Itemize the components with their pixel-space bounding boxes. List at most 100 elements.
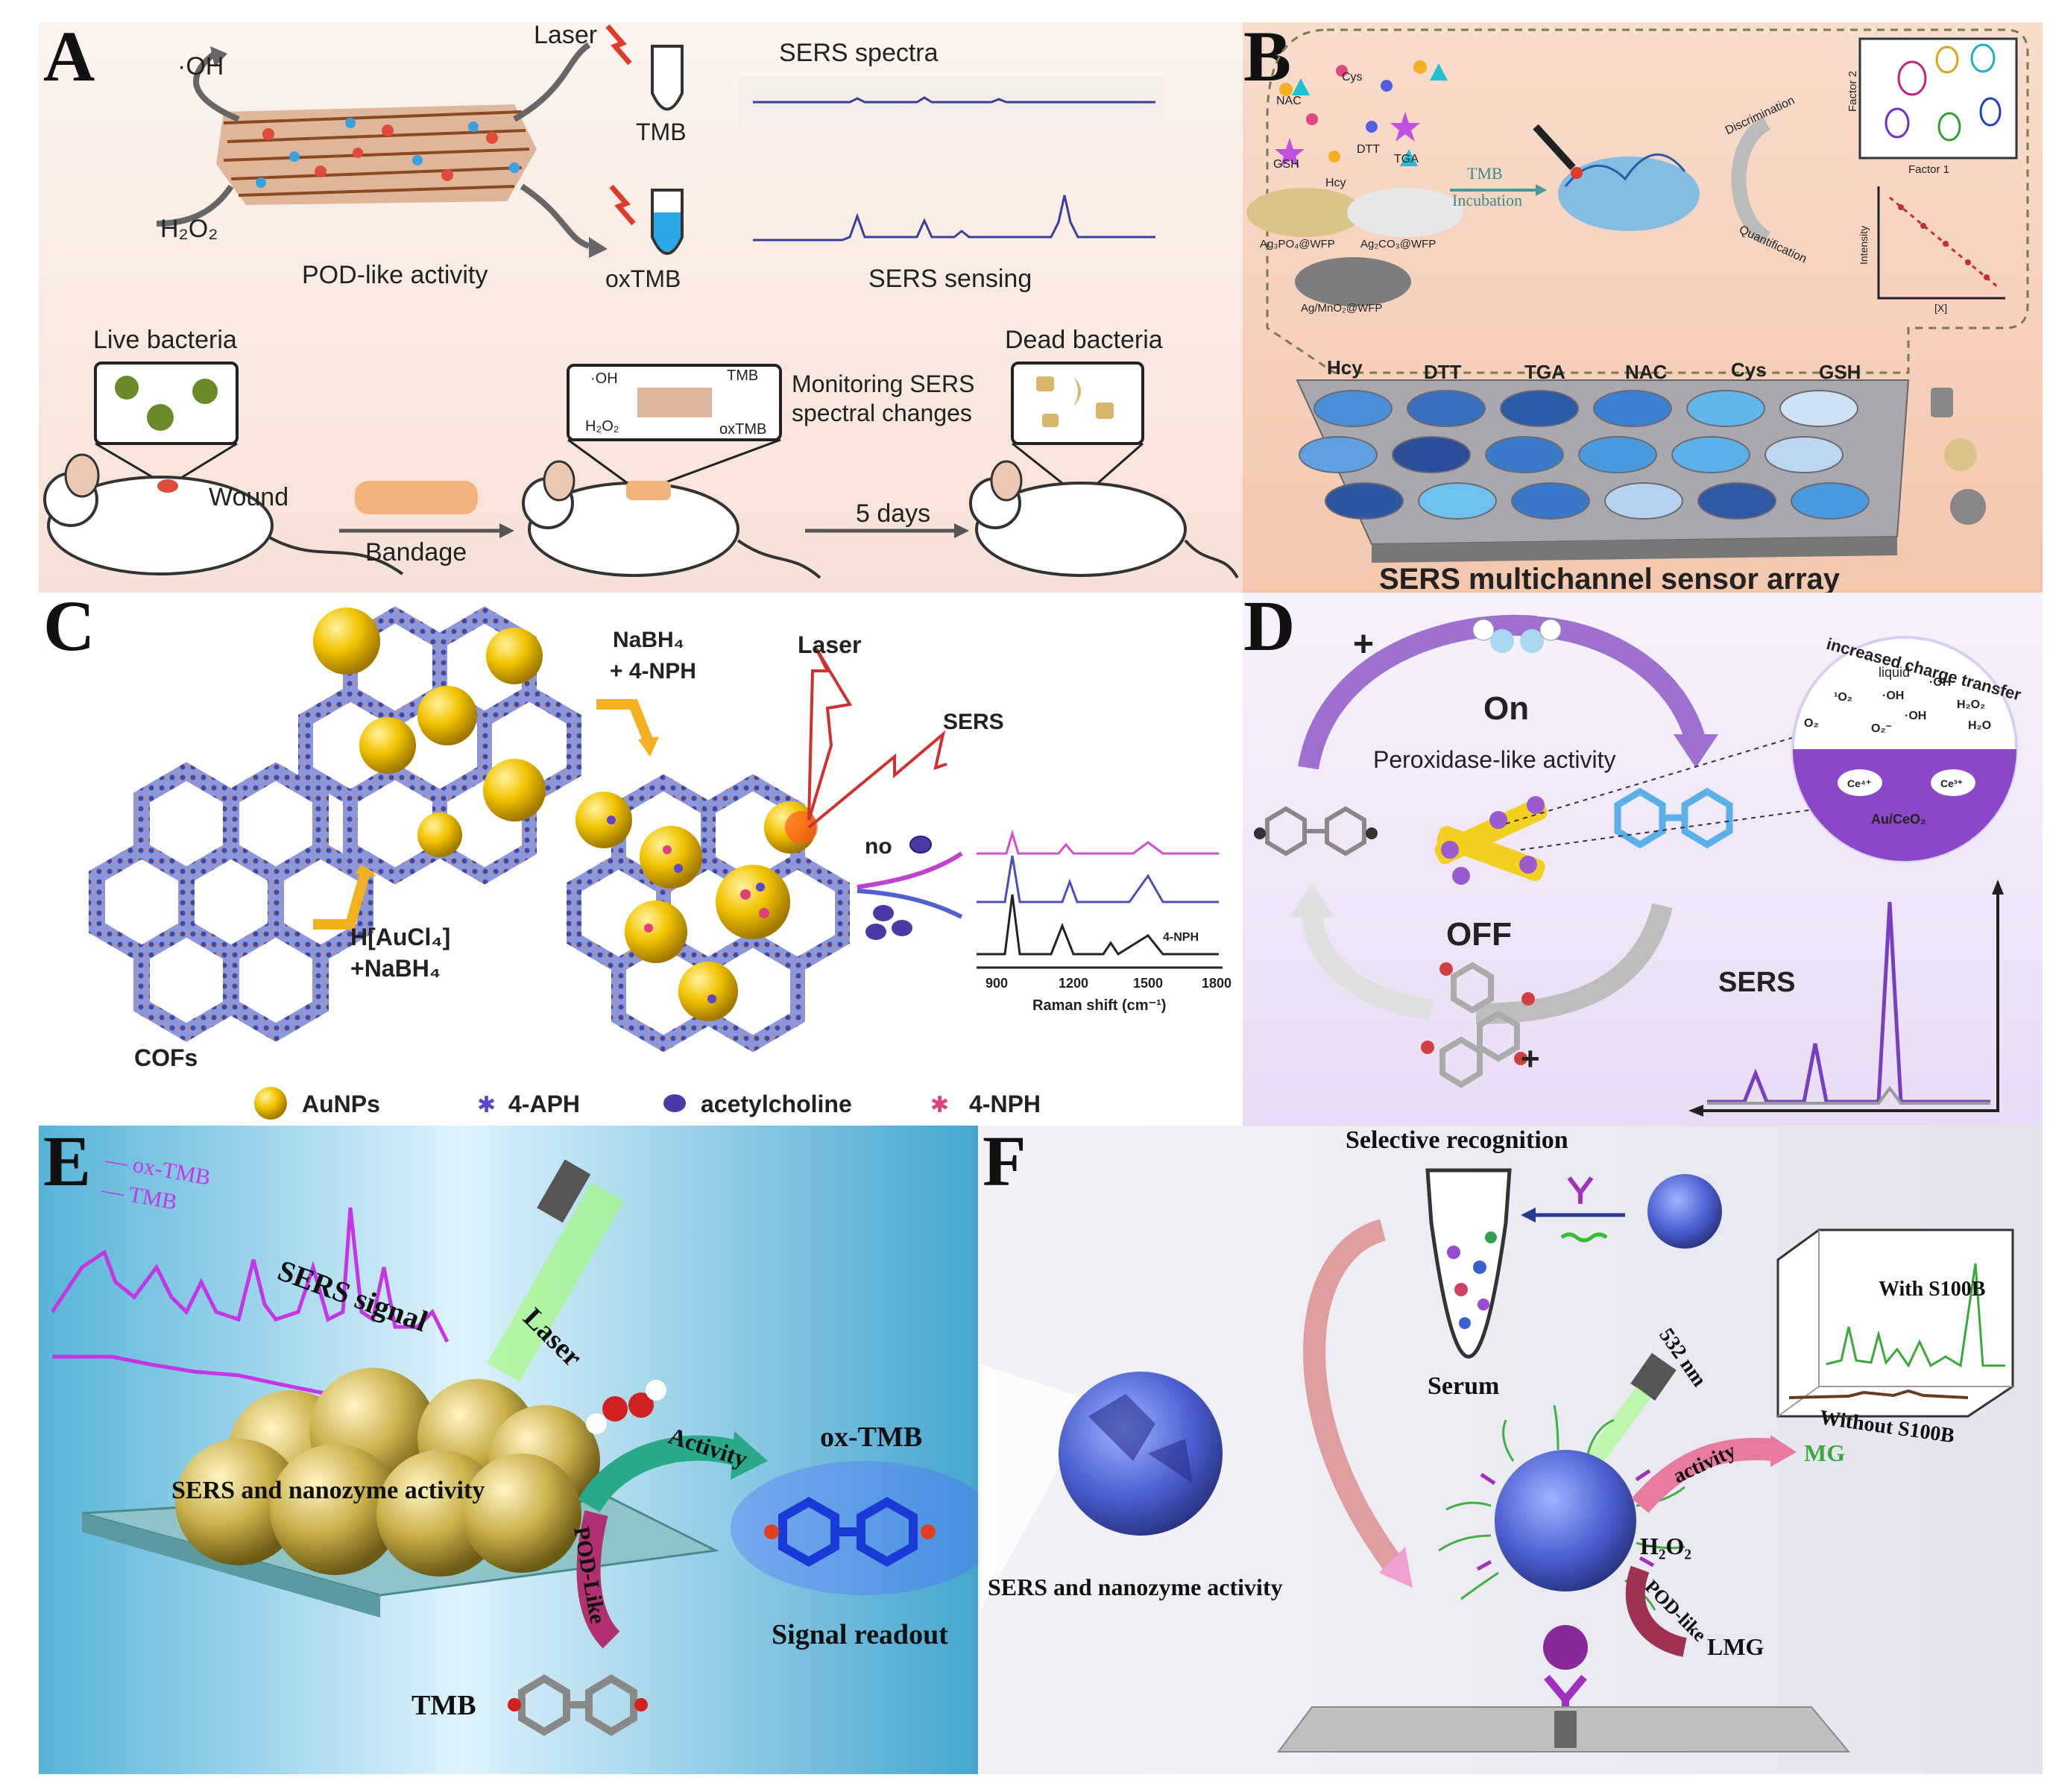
- panel-d-letter: D: [1243, 586, 1295, 666]
- label-laser-c: Laser: [798, 631, 861, 658]
- dashed-outline: [1266, 28, 2029, 374]
- ce3-icon: [1931, 769, 1975, 796]
- label-liquid: liquid: [1879, 665, 1910, 680]
- h2o2-molecule-e-icon: [586, 1380, 666, 1434]
- panel-a-letter: A: [43, 16, 95, 96]
- legend-4aph: 4-APH: [508, 1091, 580, 1117]
- col-header-5: GSH: [1819, 361, 1861, 383]
- tick-1500: 1500: [1133, 976, 1163, 991]
- label-signal-readout: Signal readout: [772, 1619, 948, 1650]
- dead-bacteria-icon: [1036, 376, 1114, 427]
- panel-c: C COFs H[AuCl₄] +NaBH₄ NaBH₄ + 4-NPH: [39, 586, 1243, 1126]
- species-0: ¹O₂: [1834, 691, 1852, 704]
- label-oxtmb: oxTMB: [605, 265, 681, 292]
- sers-substrate-icon: [1558, 157, 1700, 231]
- label-nabh4: NaBH₄: [613, 628, 684, 652]
- sers-scatter-icon: [807, 730, 947, 829]
- sers-axes: [1700, 891, 1999, 1112]
- label-mg: MG: [1804, 1439, 1845, 1466]
- label-sers-c: SERS: [943, 710, 1004, 734]
- label-bandage: Bandage: [365, 538, 467, 567]
- sensor-well: [1299, 436, 1378, 473]
- legend-aunps-icon: [254, 1087, 287, 1120]
- bandage-icon: [355, 481, 478, 514]
- label-h2o2: H₂O₂: [160, 215, 218, 243]
- raman-spectra: [977, 829, 1223, 969]
- laser-beam: [487, 1182, 624, 1382]
- arrow-h2o2: [156, 184, 234, 227]
- sensor-well: [1485, 436, 1564, 473]
- serum-tube-icon: [1425, 1168, 1512, 1359]
- plus-top: +: [1353, 625, 1374, 664]
- sers-spectrum-on: [1707, 901, 1990, 1104]
- label-ce3: Ce³⁺: [1940, 777, 1963, 789]
- inset-label-oxtmb: oxTMB: [719, 421, 766, 438]
- label-oxtmb-e: ox-TMB: [820, 1422, 922, 1453]
- sensor-well: [1407, 390, 1486, 427]
- spectrum-oxtmb: [50, 1207, 450, 1343]
- label-sers-spectra: SERS spectra: [779, 39, 939, 67]
- inset-dead-bacteria: [1011, 362, 1144, 445]
- sensor-well: [1392, 436, 1471, 473]
- species-7: H₂O: [1968, 719, 1991, 732]
- curve-arrow: [1303, 1219, 1404, 1572]
- label-analyte-5: Hcy: [1325, 177, 1346, 189]
- arrow-on-left: [1298, 614, 1537, 770]
- label-lmg: LMG: [1707, 1633, 1764, 1660]
- sensor-well: [1500, 390, 1579, 427]
- tmb-molecule-e-icon: [508, 1674, 648, 1736]
- arrow-step1: [313, 871, 370, 930]
- ce4-icon: [1838, 769, 1882, 796]
- sensor-well: [1418, 482, 1497, 520]
- h2o2-molecule-icon: [1472, 619, 1562, 653]
- panel-e-letter: E: [43, 1121, 91, 1201]
- label-substrate-2: Ag/MnO₂@WFP: [1301, 302, 1382, 315]
- legend-4nph: 4-NPH: [969, 1091, 1041, 1117]
- legend-acetylcholine-icon: [663, 1094, 686, 1112]
- sensor-well: [1578, 436, 1657, 473]
- panel-c-letter: C: [43, 586, 95, 666]
- label-5-days: 5 days: [856, 499, 930, 528]
- au-ceo2-nanorod-icon: [1434, 796, 1548, 885]
- label-dead-bacteria: Dead bacteria: [1005, 326, 1163, 354]
- label-au-ceo2: Au/CeO₂: [1871, 812, 1926, 827]
- sensor-well: [1779, 390, 1858, 427]
- nanozyme-small-icon: [1647, 1174, 1722, 1249]
- pod-arrow: [576, 1510, 620, 1649]
- legend-4nph-icon: ✱: [930, 1093, 949, 1117]
- species-4: O₂: [1804, 717, 1819, 730]
- calibration-plot: [1877, 186, 2005, 300]
- arrow-off-left: [1302, 909, 1434, 1020]
- label-sers-d: SERS: [1718, 967, 1795, 998]
- spectrum-with-s100b: [1826, 1263, 2005, 1369]
- arrow-step2: [596, 699, 654, 744]
- sensor-well: [1313, 390, 1393, 427]
- col-header-4: Cys: [1731, 359, 1767, 381]
- laser-head-icon: [537, 1159, 591, 1223]
- split-arrow: [1731, 116, 1771, 245]
- arrow-to-oxtmb: [520, 183, 590, 249]
- label-sers-nanozyme-f: SERS and nanozyme activity: [988, 1574, 1283, 1600]
- gold-nanoparticles: [175, 1368, 600, 1577]
- label-ce4: Ce⁴⁺: [1847, 777, 1871, 789]
- label-substrate-0: Ag₃PO₄@WFP: [1260, 238, 1335, 250]
- label-haucl4-nabh4: +NaBH₄: [350, 955, 441, 982]
- panel-e: E — ox-TMB — TMB SERS signal Laser SERS …: [39, 1121, 999, 1774]
- label-monitoring-2: spectral changes: [792, 400, 972, 426]
- sensor-well: [1593, 390, 1672, 427]
- substrate-ag2co3-icon: [1347, 188, 1463, 237]
- label-analyte-1: Cys: [1342, 71, 1363, 83]
- spectrum-flat: [753, 96, 1155, 104]
- label-concentration: [X]: [1934, 302, 1947, 314]
- species-2: ·OH: [1929, 676, 1951, 689]
- label-cofs: COFs: [134, 1044, 198, 1071]
- label-intensity: Intensity: [1858, 226, 1870, 265]
- substrate-stack-icon: [1931, 388, 1986, 525]
- laser-beam-icon: [807, 647, 853, 821]
- serum-particles: [1447, 1231, 1497, 1329]
- label-oh: ·OH: [177, 52, 224, 81]
- sensor-well: [1511, 482, 1590, 520]
- spectrum-without-s100b: [1788, 1389, 1969, 1399]
- inset-label-oh: ·OH: [590, 370, 618, 387]
- laser-532-icon: [1630, 1353, 1677, 1401]
